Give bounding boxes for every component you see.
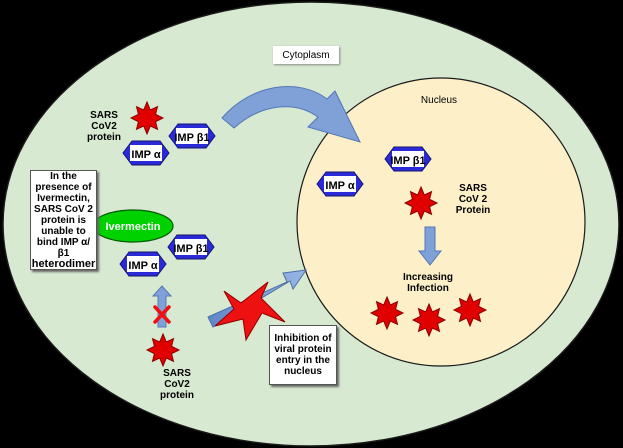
increasing-infection-label: Increasing Infection	[402, 272, 454, 294]
cytoplasm-label: Cytoplasm	[282, 49, 330, 61]
binding-up-arrow	[151, 285, 173, 328]
imp-beta1-label-nucleus: IMP β1	[390, 155, 425, 167]
nucleus-label: Nucleus	[420, 95, 458, 106]
ivermectin-note-box: In the presence of Ivermectin, SARS CoV …	[30, 170, 97, 270]
infection-down-arrow	[417, 226, 443, 266]
binding-blocked-x-icon	[153, 305, 171, 324]
sars-nucleus-label: SARS CoV 2 Protein	[455, 183, 491, 216]
cytoplasm-label-box: Cytoplasm	[273, 46, 339, 64]
imp-beta1-label-mid: IMP β1	[173, 243, 208, 255]
sars-top-label: SARS CoV2 protein	[87, 110, 121, 143]
ivermectin-note-heterodimer: heterodimer	[31, 257, 96, 270]
imp-beta1-label-top: IMP β1	[174, 132, 209, 144]
imp-alpha-label-mid: IMP α	[128, 260, 157, 272]
nucleus-membrane	[296, 77, 586, 367]
imp-alpha-label-nucleus: IMP α	[325, 180, 354, 192]
sars-bottom-label: SARS CoV2 protein	[160, 368, 194, 401]
blocked-arrow-x-icon	[214, 281, 286, 342]
ivermectin-label: Ivermectin	[105, 221, 160, 233]
imp-alpha-label-top: IMP α	[131, 149, 160, 161]
ivermectin-note-text: In the presence of Ivermectin, SARS CoV …	[34, 170, 93, 259]
inhibition-note-box: Inhibition of viral protein entry in the…	[269, 325, 337, 385]
inhibition-note-text: Inhibition of viral protein entry in the…	[274, 333, 332, 377]
import-curved-arrow	[221, 86, 361, 143]
